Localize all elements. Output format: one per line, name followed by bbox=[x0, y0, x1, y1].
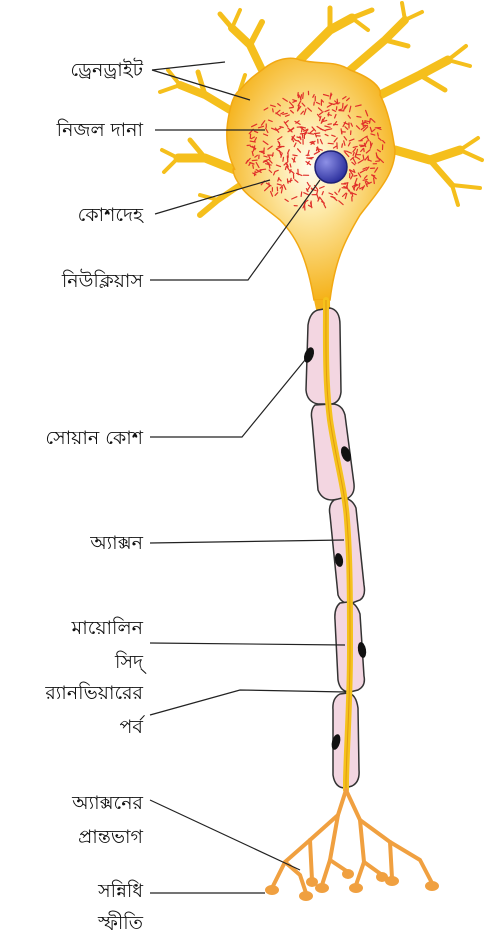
nissl-granule bbox=[341, 129, 342, 134]
leader-myelin bbox=[150, 643, 345, 645]
nissl-granule bbox=[317, 190, 318, 194]
nissl-granule bbox=[317, 147, 318, 150]
label-cell-body: কোশদেহ bbox=[78, 204, 143, 226]
nissl-granule bbox=[252, 160, 257, 161]
nissl-granule bbox=[301, 192, 302, 196]
synaptic-knob bbox=[265, 885, 279, 895]
nissl-granule bbox=[287, 179, 288, 183]
nissl-granule bbox=[302, 134, 303, 138]
synaptic-knob bbox=[299, 891, 313, 901]
nissl-granule bbox=[314, 102, 315, 105]
nissl-granule bbox=[264, 156, 267, 157]
nissl-granule bbox=[328, 143, 333, 144]
synaptic-knobs bbox=[265, 869, 439, 901]
synaptic-knob bbox=[315, 883, 329, 893]
nissl-granule bbox=[328, 113, 329, 116]
label-myelin-line1: মায়োলিন bbox=[72, 617, 143, 639]
label-axon-terminal-line2: প্রান্তভাগ bbox=[78, 826, 143, 848]
nissl-granule bbox=[378, 133, 379, 136]
nissl-granule bbox=[272, 153, 273, 157]
nissl-granule bbox=[342, 188, 347, 189]
nissl-granule bbox=[342, 144, 343, 148]
label-schwann-cell: সোয়ান কোশ bbox=[45, 427, 143, 449]
nissl-granule bbox=[370, 119, 371, 124]
nissl-granule bbox=[253, 165, 254, 168]
label-ranvier-line1: র‍্যানভিয়ারের bbox=[45, 682, 143, 704]
label-axon: অ্যাক্সন bbox=[90, 532, 143, 554]
nissl-granule bbox=[354, 176, 357, 177]
nissl-granule bbox=[260, 151, 265, 152]
nissl-granule bbox=[285, 167, 286, 170]
nissl-granule bbox=[302, 127, 305, 128]
leader-ranvier bbox=[150, 690, 346, 715]
nissl-granule bbox=[260, 169, 266, 170]
nissl-granule bbox=[359, 183, 360, 187]
label-nissl-granules: নিজল দানা bbox=[57, 119, 143, 141]
synaptic-knob bbox=[342, 869, 354, 879]
nissl-granule bbox=[269, 183, 270, 187]
label-nucleus: নিউক্লিয়াস bbox=[62, 270, 143, 292]
label-synaptic-knob-line2: স্ফীতি bbox=[98, 912, 143, 934]
nissl-granule bbox=[300, 133, 306, 134]
label-ranvier-line2: পর্ব bbox=[120, 716, 143, 738]
nissl-granule bbox=[363, 155, 364, 160]
leader-axon-terminal bbox=[150, 800, 300, 870]
label-axon-terminal-line1: অ্যাক্সনের bbox=[72, 792, 143, 814]
nissl-granule bbox=[290, 164, 291, 167]
synaptic-knob bbox=[385, 876, 399, 886]
nucleus bbox=[315, 151, 347, 183]
synaptic-knob bbox=[425, 881, 439, 891]
nissl-granule bbox=[273, 109, 274, 112]
leader-axon bbox=[150, 540, 344, 543]
nissl-granule bbox=[374, 178, 375, 184]
label-myelin-line2: সিদ্ bbox=[115, 651, 143, 673]
nissl-granule bbox=[372, 175, 375, 176]
leader-schwann bbox=[150, 360, 305, 437]
leader-dendrite-1 bbox=[152, 62, 225, 70]
nissl-granule bbox=[283, 157, 284, 161]
nissl-granule bbox=[357, 117, 361, 118]
label-synaptic-knob-line1: সন্নিধি bbox=[98, 880, 143, 902]
schwann-cells bbox=[306, 308, 365, 788]
nissl-granule bbox=[303, 93, 304, 99]
nissl-granule bbox=[328, 124, 331, 125]
cell-body bbox=[227, 58, 395, 300]
nissl-granule bbox=[361, 146, 365, 147]
nissl-granule bbox=[314, 133, 319, 134]
nissl-granule bbox=[339, 109, 342, 110]
nissl-granule bbox=[293, 155, 297, 156]
synaptic-knob bbox=[349, 883, 363, 893]
nissl-granule bbox=[289, 107, 293, 108]
label-dendrite: ড্রেনড্রাইট bbox=[70, 59, 143, 81]
